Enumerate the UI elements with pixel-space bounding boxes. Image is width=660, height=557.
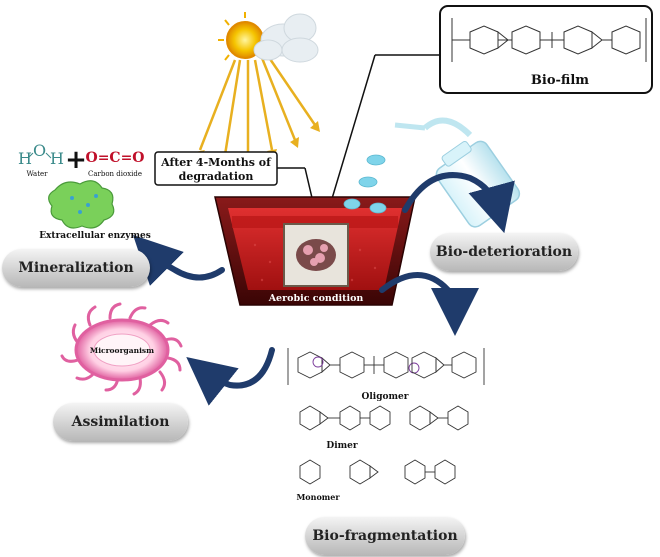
arrow-to-bio-deterioration bbox=[402, 172, 515, 234]
bio-film-structure-box: Bio-film bbox=[439, 5, 653, 94]
sun-icon bbox=[195, 12, 320, 165]
bio-deterioration-pill: Bio-deterioration bbox=[430, 233, 578, 271]
water-label: Water bbox=[26, 170, 48, 178]
arrow-to-mineralization bbox=[133, 235, 225, 286]
bio-film-label: Bio-film bbox=[531, 73, 589, 88]
mineralization-label: Mineralization bbox=[18, 260, 134, 276]
plus-sign: + bbox=[65, 145, 87, 175]
extracellular-enzymes-label: Extracellular enzymes bbox=[39, 231, 151, 241]
dimer-structure bbox=[299, 405, 469, 431]
monomer-label: Monomer bbox=[296, 492, 340, 502]
carbon-dioxide-label: Carbon dioxide bbox=[88, 170, 142, 178]
oligomer-label: Oligomer bbox=[362, 392, 409, 402]
bio-fragmentation-pill: Bio-fragmentation bbox=[305, 517, 465, 555]
cloud-icon bbox=[253, 13, 319, 63]
oligomer-structure bbox=[287, 348, 485, 385]
mineralization-pill: Mineralization bbox=[2, 249, 150, 287]
aerobic-condition-label: Aerobic condition bbox=[268, 293, 364, 304]
degradation-callout-line1: After 4-Months of bbox=[160, 156, 272, 169]
microorganism-label: Microorganism bbox=[90, 346, 154, 355]
dimer-label: Dimer bbox=[326, 441, 357, 451]
bio-deterioration-label: Bio-deterioration bbox=[435, 244, 573, 260]
degradation-callout-line2: degradation bbox=[179, 170, 254, 183]
microorganism-icon: Microorganism bbox=[60, 302, 183, 396]
arrow-to-bio-fragmentation bbox=[379, 272, 479, 336]
co2-formula: O=C=O bbox=[86, 150, 145, 166]
soil-container: Aerobic condition bbox=[214, 196, 416, 306]
bio-fragmentation-label: Bio-fragmentation bbox=[312, 528, 458, 544]
extracellular-enzymes-icon: Extracellular enzymes bbox=[39, 180, 151, 241]
mineralization-products: H O H Water + O=C=O Carbon dioxide bbox=[18, 141, 145, 178]
water-formula-h1: H bbox=[18, 149, 32, 168]
monomer-structures bbox=[299, 459, 456, 485]
process-arrows bbox=[133, 172, 515, 406]
water-formula-o: O bbox=[33, 141, 46, 160]
assimilation-pill: Assimilation bbox=[53, 403, 188, 441]
arrow-to-assimilation bbox=[186, 347, 275, 406]
water-formula-h2: H bbox=[50, 149, 64, 168]
assimilation-label: Assimilation bbox=[71, 414, 170, 430]
